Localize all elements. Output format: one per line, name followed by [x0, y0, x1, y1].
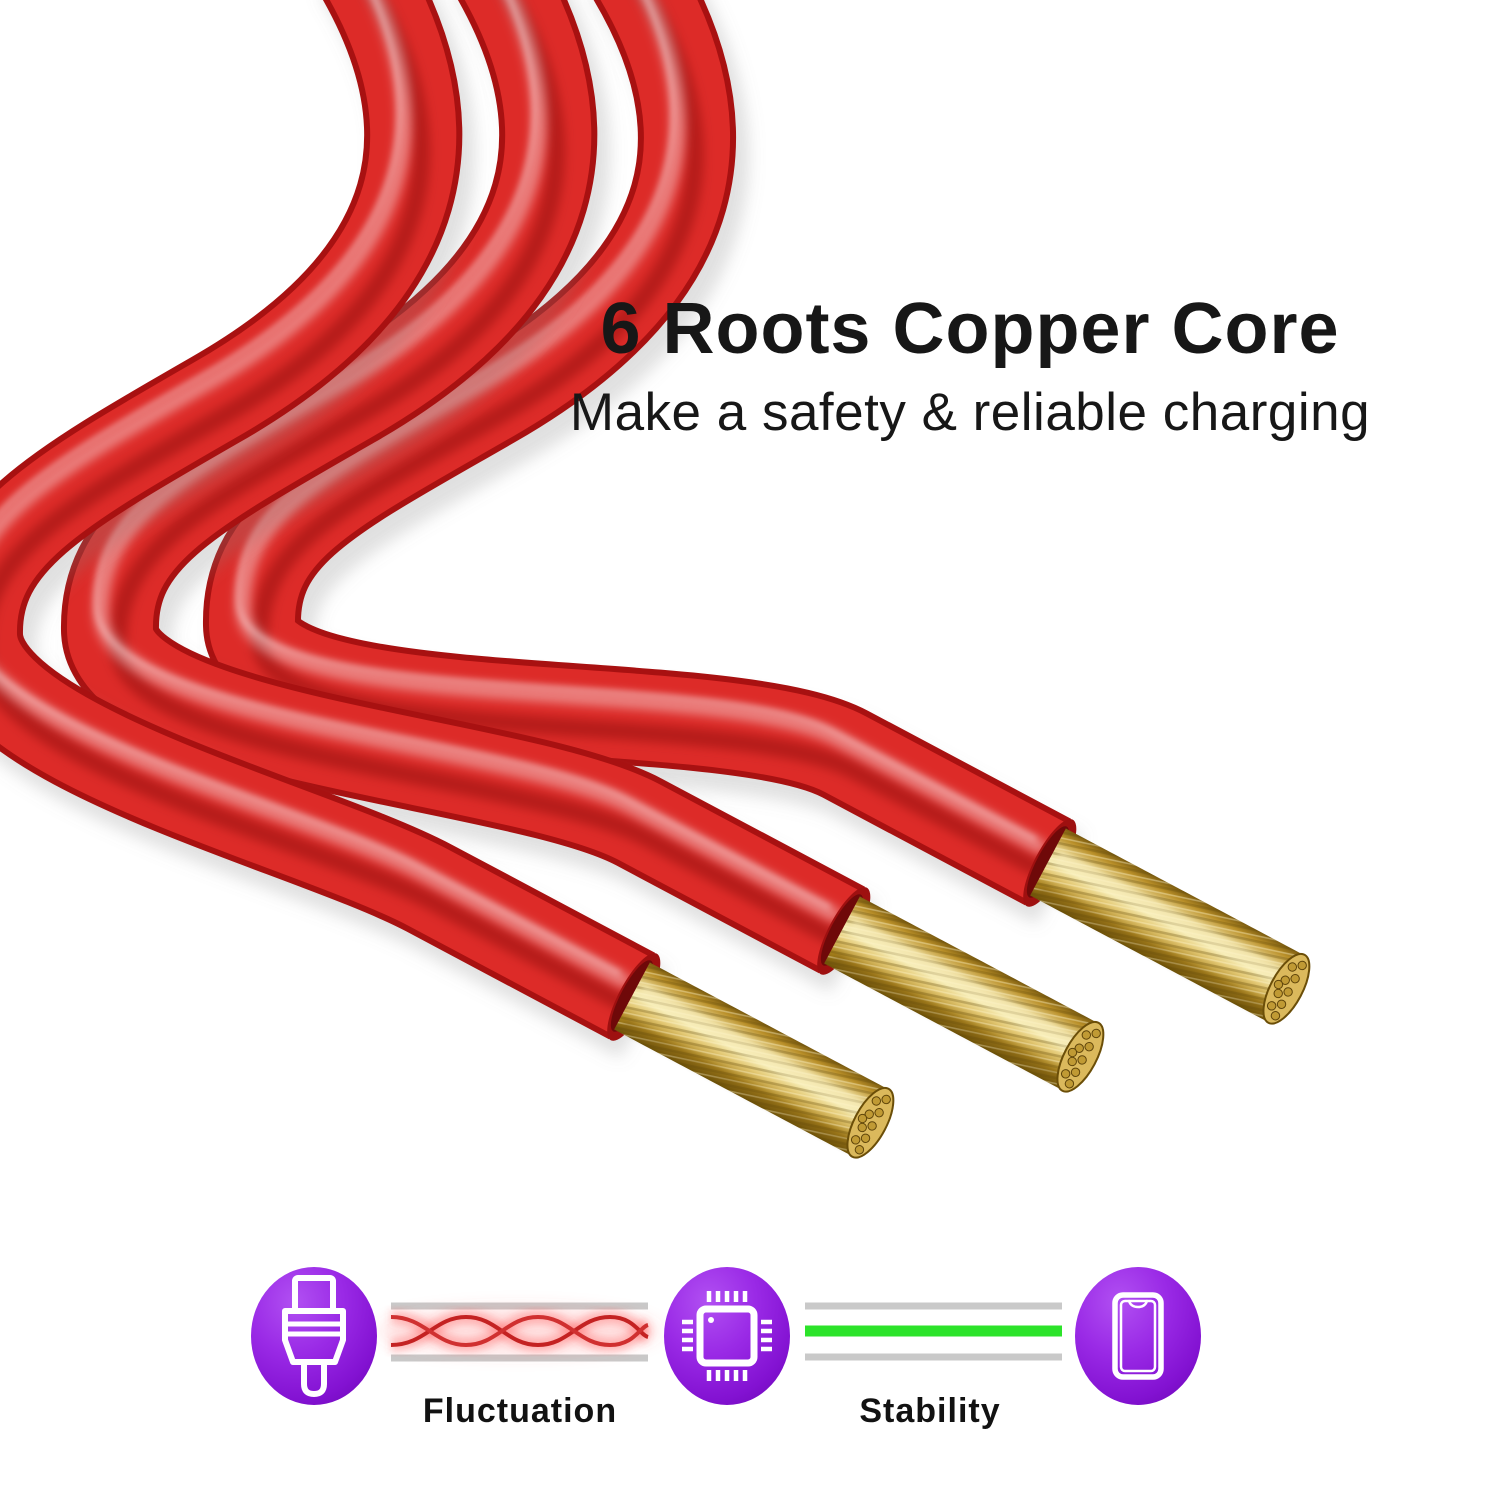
badge-circle	[664, 1267, 790, 1405]
cable-jacket	[0, 0, 653, 1034]
stability-label: Stability	[859, 1392, 1001, 1430]
copper-core	[817, 887, 1105, 1093]
tip-strand-ends	[1060, 1028, 1101, 1089]
cable-gloss-line	[0, 0, 621, 975]
stability-line	[805, 1302, 1062, 1361]
cable-shade	[108, 0, 855, 954]
usb-plug-icon	[282, 1275, 346, 1397]
headline-block: 6 Roots Copper Core Make a safety & reli…	[500, 290, 1440, 446]
badge-circle	[1075, 1267, 1201, 1405]
tip-strand-ends	[1266, 960, 1307, 1021]
page-subtitle: Make a safety & reliable charging	[569, 383, 1371, 442]
copper-core	[607, 953, 895, 1159]
fluctuation-label: Fluctuation	[422, 1392, 618, 1430]
cable-gloss	[0, 0, 631, 988]
usb-plug-badge	[251, 1267, 377, 1405]
copper-core	[1023, 819, 1311, 1025]
chip-badge	[664, 1267, 790, 1405]
cable-jacket	[209, 0, 1069, 900]
tip-strand-ends	[850, 1094, 891, 1155]
red-cable	[203, 0, 1311, 1025]
cable-shade	[0, 0, 645, 1020]
smartphone-icon	[1112, 1292, 1164, 1380]
fluctuation-wave	[379, 1302, 659, 1362]
smartphone-badge	[1075, 1267, 1201, 1405]
cable-shade	[250, 0, 1061, 886]
red-cable	[0, 0, 895, 1159]
cable-jacket	[67, 0, 863, 968]
chip-icon	[682, 1291, 772, 1381]
red-cable	[61, 0, 1105, 1093]
page-title: 6 Roots Copper Core	[600, 289, 1340, 369]
